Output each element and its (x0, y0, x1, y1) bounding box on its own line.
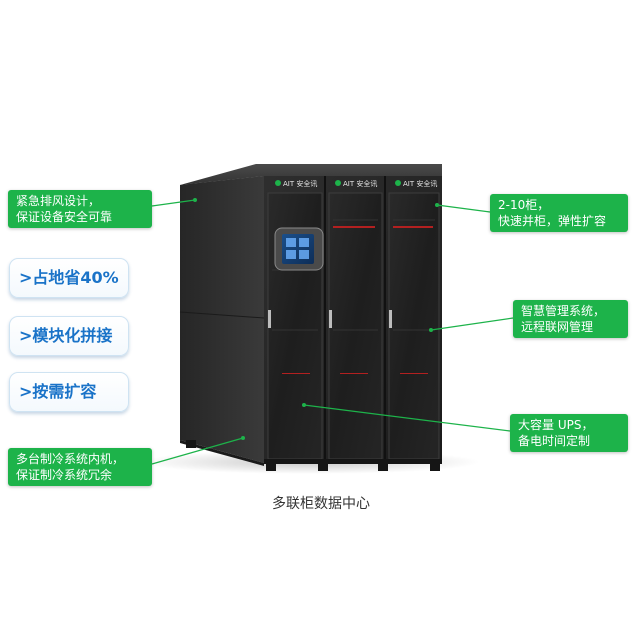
callout-emergency-exhaust: 紧急排风设计， 保证设备安全可靠 (8, 190, 152, 228)
callout-line: 保证设备安全可靠 (16, 210, 113, 224)
callout-line: 智慧管理系统， (521, 304, 606, 318)
callout-line: 大容量 UPS， (518, 418, 594, 432)
feature-label: >按需扩容 (19, 382, 97, 401)
feature-expansion: >按需扩容 (9, 372, 129, 412)
callout-line: 2-10柜， (498, 198, 550, 212)
cabinet-side-panel (180, 176, 264, 463)
door-handle-2 (329, 310, 332, 328)
door-2 (328, 192, 383, 460)
feature-label: >占地省40% (19, 268, 119, 287)
callout-line: 远程联网管理 (521, 320, 594, 334)
callout-line: 紧急排风设计， (16, 194, 101, 208)
door-3 (388, 192, 440, 460)
callout-smart-management: 智慧管理系统， 远程联网管理 (513, 300, 628, 338)
feature-space-saving: >占地省40% (9, 258, 129, 298)
cabinet-top (180, 164, 442, 185)
callout-line: 备电时间定制 (518, 434, 591, 448)
brand-badge: AIT 安全讯 (283, 179, 317, 188)
door-handle-3 (389, 310, 392, 328)
callout-line: 多台制冷系统内机， (16, 452, 125, 466)
callout-cabinet-count: 2-10柜， 快速并柜，弹性扩容 (490, 194, 628, 232)
brand-badge: AIT 安全讯 (343, 179, 377, 188)
brand-badge: AIT 安全讯 (403, 179, 437, 188)
callout-ups: 大容量 UPS， 备电时间定制 (510, 414, 628, 452)
callout-multi-cooling: 多台制冷系统内机， 保证制冷系统冗余 (8, 448, 152, 486)
feature-modular: >模块化拼接 (9, 316, 129, 356)
callout-line: 快速并柜，弹性扩容 (498, 214, 607, 228)
feature-label: >模块化拼接 (19, 326, 113, 345)
logo-icon (275, 180, 281, 186)
door-handle-1 (268, 310, 271, 328)
callout-line: 保证制冷系统冗余 (16, 468, 113, 482)
logo-icon (335, 180, 341, 186)
figure-caption: 多联柜数据中心 (272, 496, 370, 512)
logo-icon (395, 180, 401, 186)
leader-lines (151, 199, 514, 465)
